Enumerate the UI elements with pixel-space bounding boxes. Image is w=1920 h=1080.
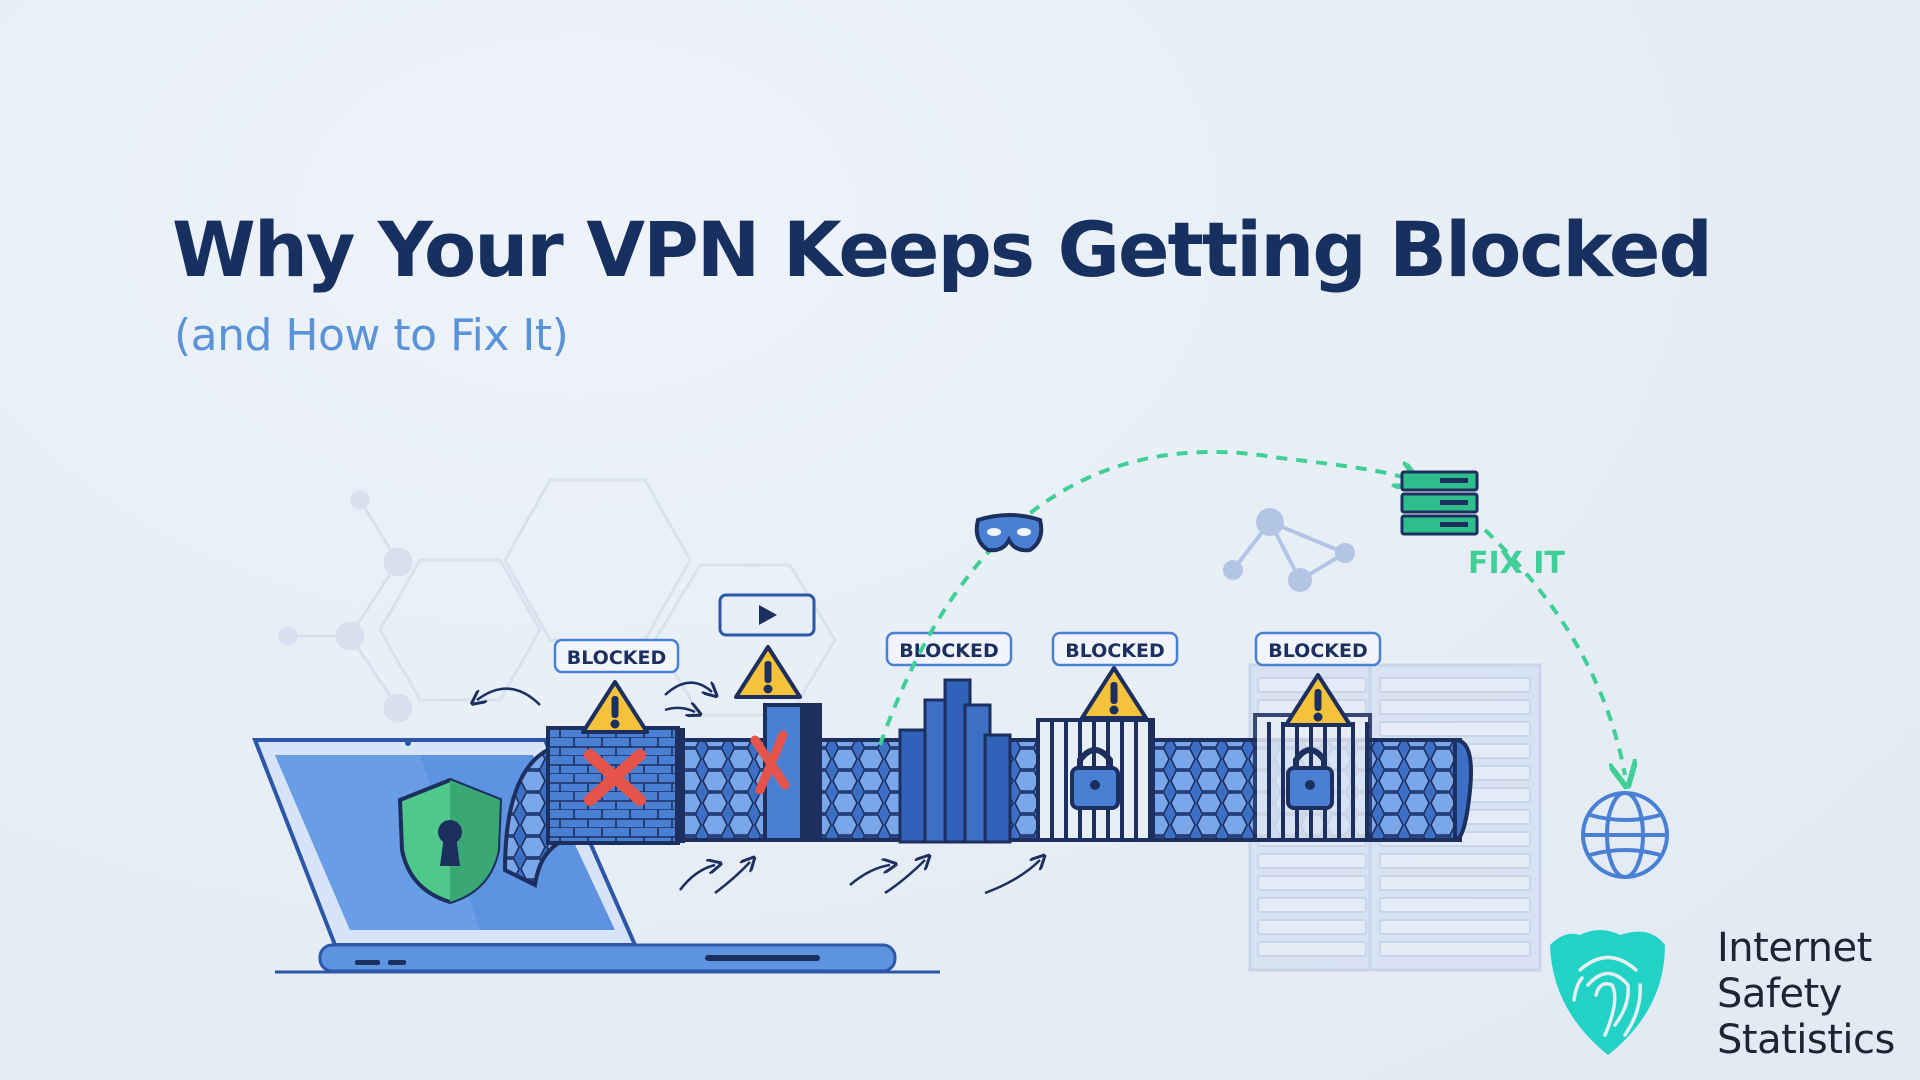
firewall-towers: [898, 678, 1012, 844]
brick-wall-blocker: [546, 726, 685, 845]
warning-icon-2: [734, 645, 802, 699]
blocked-label-3: BLOCKED: [1051, 631, 1179, 667]
error-x-icon: [750, 730, 790, 795]
gate-blocker: [750, 703, 822, 842]
brand-line-3: Statistics: [1717, 1017, 1895, 1063]
mask-icon: [974, 513, 1044, 553]
warning-icon-3: [1080, 666, 1148, 720]
page-subtitle: (and How to Fix It): [174, 310, 569, 361]
blocked-label-1: BLOCKED: [553, 638, 680, 674]
cage-blocker-1: [1036, 718, 1155, 842]
play-icon: [718, 593, 816, 637]
padlock-icon: [1070, 747, 1120, 810]
svg-text:BLOCKED: BLOCKED: [567, 647, 666, 669]
blocked-label-4: BLOCKED: [1254, 631, 1382, 667]
svg-text:BLOCKED: BLOCKED: [1065, 640, 1164, 662]
brand-line-1: Internet: [1717, 925, 1872, 971]
fingerprint-shield-icon: [1550, 930, 1665, 1055]
fix-it-label: FIX IT: [1468, 546, 1565, 581]
padlock-icon: [1286, 747, 1334, 810]
network-node-icon: [1223, 508, 1355, 592]
blocked-label-2: BLOCKED: [885, 631, 1013, 667]
warning-icon-1: [581, 680, 649, 734]
error-x-icon: [584, 749, 646, 806]
warning-icon-4: [1284, 673, 1352, 727]
background-hexagon-network: [278, 478, 837, 723]
svg-text:BLOCKED: BLOCKED: [1268, 640, 1367, 662]
globe-icon: [1581, 791, 1669, 879]
page-title: Why Your VPN Keeps Getting Blocked: [172, 205, 1713, 294]
server-stack-icon: [1400, 470, 1479, 536]
brand-wordmark: Internet Safety Statistics: [1717, 925, 1895, 1063]
cage-blocker-2: [1253, 713, 1372, 842]
fix-path: [878, 449, 1625, 775]
flow-arrows: [477, 683, 1040, 895]
shield-lock-icon: [397, 777, 503, 905]
svg-text:BLOCKED: BLOCKED: [899, 640, 998, 662]
brand-line-2: Safety: [1717, 971, 1842, 1017]
